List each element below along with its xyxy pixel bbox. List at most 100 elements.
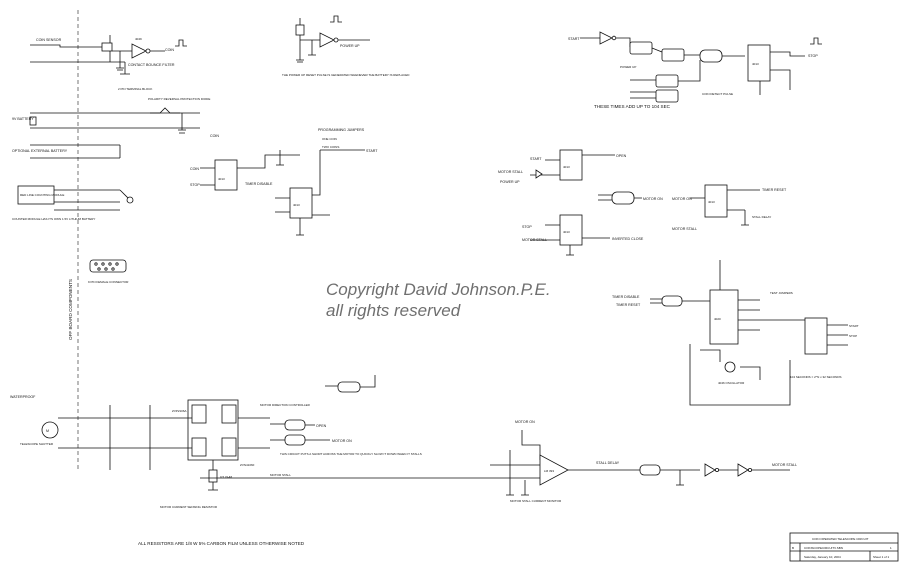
title-block-rev: 1 [890, 546, 892, 550]
mosfet-part-1: ZVP2106A [172, 409, 187, 413]
inverter-u1b [319, 32, 335, 48]
inverter-u1a [131, 43, 147, 59]
timer-disable-label: TIMER DISABLE [245, 182, 273, 186]
coin-out-label: COIN [165, 48, 174, 52]
test-jumpers-label: TEST JUMPERS [770, 291, 793, 295]
stall-sense-block: MOTOR STALL MOTOR ON LM 393 MOTOR STALL … [200, 420, 797, 503]
sense-amp-note: MOTOR STALL CURRENT MONITOR [510, 499, 562, 503]
coin-ff-label: COIN [190, 167, 199, 171]
door-start-label: START [530, 157, 542, 161]
contact-filter-label: CONTACT BOUNCE FILTER [128, 63, 175, 67]
diode-d1 [535, 169, 543, 179]
stall-delay-block: MOTOR ON 4013 TIMER RESET STALL DELAY MO… [672, 184, 787, 231]
inverter-u2c [737, 463, 749, 477]
flip-flop-u6a [289, 187, 313, 219]
u5-part: 4013 [752, 62, 759, 66]
stall-delay-label: STALL DELAY [752, 215, 771, 219]
oscillator-label: 4046 OSCILLATOR [718, 381, 745, 385]
counter-u8 [709, 289, 739, 345]
motor-open-label: OPEN [316, 424, 327, 428]
copyright-line-2: all rights reserved [326, 301, 461, 320]
polarity-label: POLARITY REVERSAL PROTECTION DIODE [148, 97, 210, 101]
u7-part: 4013 [563, 230, 570, 234]
shunt-part: 0.5 OHM [220, 475, 233, 479]
clock-disable-label: TIMER DISABLE [612, 295, 640, 299]
door-stop-label: STOP [522, 225, 532, 229]
times-note: THESE TIMES ADD UP TO 104 SEC [594, 104, 671, 109]
or-gate-u4a [699, 49, 723, 63]
and-gate-u3e [284, 419, 306, 431]
flip-flop-u7a [559, 214, 583, 246]
motor-block: WATERPROOF M TELESCOPE SHUTTER ZVP2106A … [10, 395, 311, 509]
door-stall-label: MOTOR STALL [498, 170, 523, 174]
inverter-u2b [704, 463, 716, 477]
crystal-oscillator [724, 361, 736, 373]
door-logic-block: START MOTOR STALL POWER UP 4013 OPEN MOT… [498, 149, 663, 256]
u6-part: 4013 [293, 203, 300, 207]
u7b-part: 4013 [708, 200, 715, 204]
counter-part: 4020 [714, 317, 721, 321]
resistor-r1 [101, 42, 113, 52]
power-reset-note: THE POWER UP RESET PULSE IS GENERATED WH… [282, 73, 410, 77]
motor-current-note: MOTOR CURRENT SENSING RESISTOR [160, 505, 218, 509]
flip-flop-u6b [559, 149, 583, 181]
battery-block: 9V BATTERY POLARITY REVERSAL PROTECTION … [12, 87, 210, 221]
coin-in-label: COIN [210, 134, 219, 138]
motor-on-label: MOTOR ON [643, 197, 663, 201]
title-block-size: B [792, 546, 794, 550]
battery-label: 9V BATTERY [12, 117, 34, 121]
title-block-title: COIN OPERATED TELESCOPE CIRCUIT [812, 537, 869, 541]
two-coins-label: TWO COINS [322, 145, 339, 149]
motor-dir-label: MOTOR DIRECTION CONTROLLER [260, 403, 311, 407]
open-label: OPEN [616, 154, 627, 158]
and-gate-u3b [661, 48, 685, 62]
shunt-resistor [208, 469, 218, 483]
counting-module-label: RED LINE COUNTING MODULE [20, 193, 64, 197]
prog-start-label: START [366, 149, 378, 153]
title-block-doc: COINSCOPECIRCUITV.SBN [804, 546, 843, 550]
mosfet-q2 [221, 404, 237, 424]
u5b-part: 4013 [218, 177, 225, 181]
clk-stop-label: STOP [849, 334, 857, 338]
power-up-label: POWER UP [340, 44, 360, 48]
title-block: COIN OPERATED TELESCOPE CIRCUIT B COINSC… [789, 532, 899, 562]
motor-logic-block: OPEN MOTOR ON THIS CIRCUIT PUTS A SHORT … [270, 375, 422, 456]
pin-block-label: 2 PIN TERMINAL BLOCK [118, 87, 152, 91]
flip-flop-u5b [214, 159, 238, 191]
clk-start-label: START [849, 324, 859, 328]
db9-connector [89, 259, 127, 273]
waterproof-label: WATERPROOF [10, 395, 36, 399]
resistor-note: ALL RESISTORS ARE 1/8 W 5% CARBON FILM U… [138, 541, 305, 546]
battery-symbol [29, 116, 37, 126]
stop-ff-label: STOP [190, 183, 200, 187]
and-gate-u3c [655, 74, 679, 88]
and-gate-u3d [655, 89, 679, 103]
flip-flop-u7b [704, 184, 728, 218]
copyright-line-1: Copyright David Johnson.P.E. [326, 280, 551, 299]
mosfet-q4 [221, 437, 237, 457]
and-gate-u3f [284, 434, 306, 446]
clock-counter-block: TIMER DISABLE TIMER RESET 4020 TEST JUMP… [612, 260, 859, 406]
coin-detect-label: COIN DETECT PULSE [702, 92, 733, 96]
connector-block: 9 PIN FEMALE CONNECTOR [88, 259, 129, 284]
inverter-u2a [599, 31, 613, 45]
timer-block: START 4013 STOP POWER UP THESE TIMES ADD… [568, 31, 822, 109]
timer-reset-label: TIMER RESET [762, 188, 787, 192]
inverted-close-label: INVERTED CLOSE [612, 237, 644, 241]
stall-motor-stall-label: MOTOR STALL [672, 227, 697, 231]
counting-module-box [17, 185, 55, 205]
mosfet-q3 [191, 437, 207, 457]
motor-m-label: M [46, 429, 49, 433]
door-powerup-label: POWER UP [500, 180, 520, 184]
coin-sensor-label: COIN SENSOR [36, 38, 62, 42]
timer-start-label: START [568, 37, 580, 41]
clock-reset-label: TIMER RESET [616, 303, 641, 307]
coin-counter-block: COIN 4013 COIN STOP TIMER DISABLE 4013 P… [190, 128, 378, 236]
timer-powerup-label: POWER UP [620, 65, 636, 69]
telescope-label: TELESCOPE SHUTTER [20, 442, 54, 446]
or-gate-u4c [661, 295, 683, 307]
title-block-sheet: Sheet 1 of 1 [873, 555, 890, 559]
mosfet-part-2: ZVN4106F [240, 463, 255, 467]
one-coin-label: ONE COIN [322, 137, 337, 141]
